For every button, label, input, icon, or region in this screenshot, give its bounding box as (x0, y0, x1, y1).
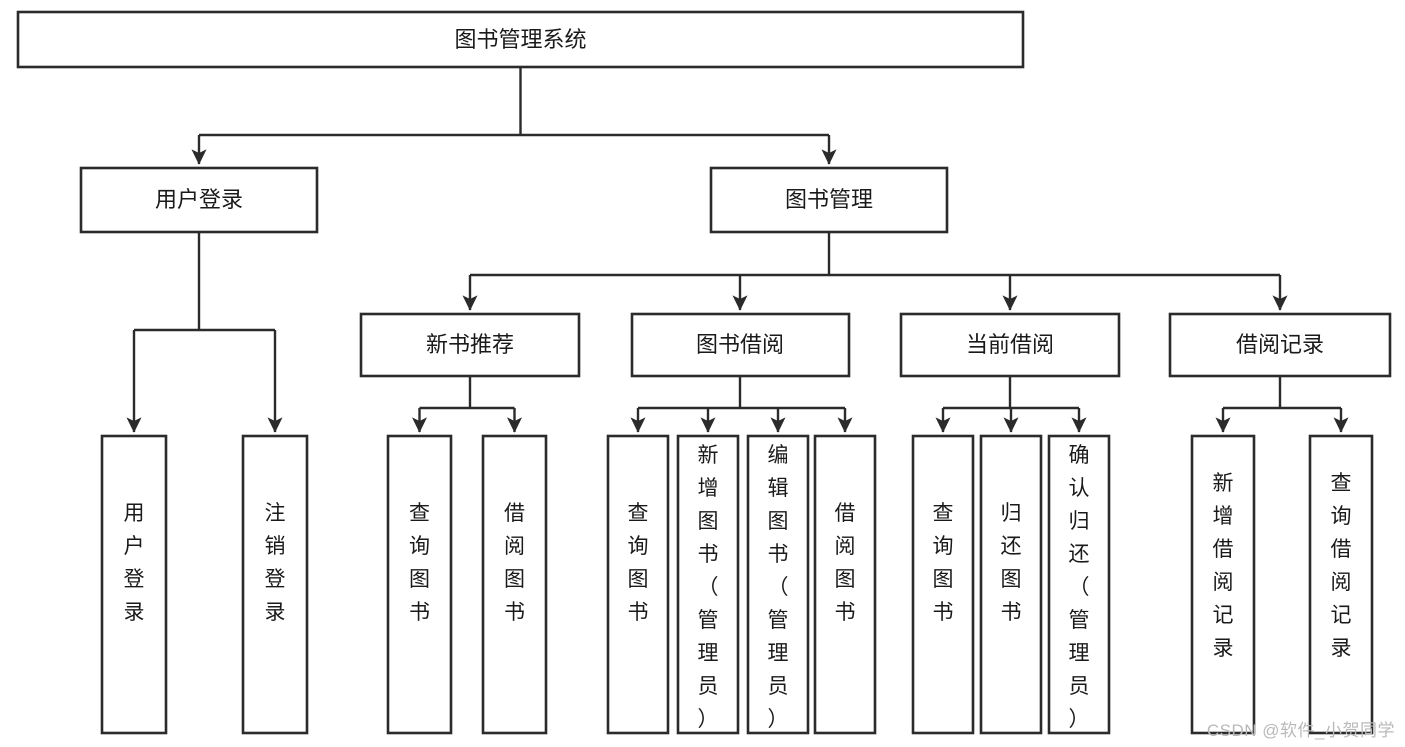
leaf-node-add-borrow-record-box (1190, 434, 1256, 735)
leaf-node-query-books-new-box (386, 434, 453, 735)
leaf-node-add-book-admin-label: 新增图书（管理员） (698, 444, 719, 731)
leaf-node-edit-book-admin-label: 编辑图书（管理员） (768, 444, 789, 731)
leaf-node-return-books-box (979, 434, 1043, 735)
node-user-login[interactable]: 用户登录 (79, 166, 319, 234)
node-root-box (16, 10, 1025, 69)
leaf-node-borrow-books-new-box (481, 434, 548, 735)
leaf-node-user-login-box (100, 434, 168, 735)
leaf-node-query-borrow-record-box (1308, 434, 1374, 735)
leaf-node-query-books-borrow-label: 查询图书 (628, 502, 649, 624)
node-book-management-label: 图书管理 (785, 187, 873, 212)
leaf-node-return-books[interactable]: 归还图书 (979, 434, 1043, 735)
leaf-node-query-books-current-label: 查询图书 (933, 502, 954, 624)
connector-layer (126, 67, 1349, 433)
leaf-node-borrow-books-borrow-label: 借阅图书 (835, 502, 856, 624)
csdn-watermark: CSDN @软件_小贺同学 (1206, 721, 1395, 740)
node-user-login-box (79, 166, 319, 234)
leaf-node-query-borrow-record[interactable]: 查询借阅记录 (1308, 434, 1374, 735)
node-borrow-records-box (1168, 312, 1392, 378)
node-borrow-records[interactable]: 借阅记录 (1168, 312, 1392, 378)
leaf-node-borrow-books-new-label: 借阅图书 (504, 502, 525, 624)
node-current-borrow-label: 当前借阅 (966, 332, 1054, 357)
node-user-login-label: 用户登录 (155, 187, 243, 212)
leaf-node-confirm-return-admin-label: 确认归还（管理员） (1069, 444, 1090, 731)
leaf-node-user-login[interactable]: 用户登录 (100, 434, 168, 735)
leaf-node-confirm-return-admin[interactable]: 确认归还（管理员） (1047, 434, 1111, 735)
node-book-borrow[interactable]: 图书借阅 (630, 312, 851, 378)
leaf-node-logout-label: 注销登录 (265, 502, 286, 624)
leaf-node-query-books-current-box (911, 434, 975, 735)
node-root-label: 图书管理系统 (454, 27, 586, 52)
node-book-borrow-label: 图书借阅 (696, 332, 784, 357)
leaf-node-borrow-books-new[interactable]: 借阅图书 (481, 434, 548, 735)
leaf-node-logout-box (241, 434, 309, 735)
leaf-node-borrow-books-borrow-box (813, 434, 877, 735)
leaf-node-confirm-return-admin-box (1047, 434, 1111, 735)
leaf-node-borrow-books-borrow[interactable]: 借阅图书 (813, 434, 877, 735)
node-new-book-recommend-label: 新书推荐 (426, 332, 514, 357)
leaf-node-add-book-admin[interactable]: 新增图书（管理员） (676, 434, 740, 735)
node-new-book-recommend[interactable]: 新书推荐 (359, 312, 581, 378)
node-new-book-recommend-box (359, 312, 581, 378)
leaf-node-query-books-new-label: 查询图书 (409, 502, 430, 624)
leaf-node-edit-book-admin-box (746, 434, 810, 735)
leaf-node-edit-book-admin[interactable]: 编辑图书（管理员） (746, 434, 810, 735)
leaf-node-add-book-admin-box (676, 434, 740, 735)
node-current-borrow-box (899, 312, 1121, 378)
leaf-node-user-login-label: 用户登录 (124, 502, 145, 624)
leaf-node-query-borrow-record-label: 查询借阅记录 (1331, 472, 1352, 660)
node-current-borrow[interactable]: 当前借阅 (899, 312, 1121, 378)
leaf-node-add-borrow-record[interactable]: 新增借阅记录 (1190, 434, 1256, 735)
leaf-node-add-borrow-record-label: 新增借阅记录 (1213, 472, 1234, 660)
leaf-node-logout[interactable]: 注销登录 (241, 434, 309, 735)
leaf-node-return-books-label: 归还图书 (1001, 502, 1022, 624)
leaf-node-query-books-borrow[interactable]: 查询图书 (606, 434, 670, 735)
node-book-management-box (709, 166, 949, 234)
node-borrow-records-label: 借阅记录 (1236, 332, 1324, 357)
node-root-book-management-system[interactable]: 图书管理系统 (16, 10, 1025, 69)
leaf-node-query-books-new[interactable]: 查询图书 (386, 434, 453, 735)
leaf-node-query-books-current[interactable]: 查询图书 (911, 434, 975, 735)
leaf-node-query-books-borrow-box (606, 434, 670, 735)
node-book-management[interactable]: 图书管理 (709, 166, 949, 234)
node-book-borrow-box (630, 312, 851, 378)
